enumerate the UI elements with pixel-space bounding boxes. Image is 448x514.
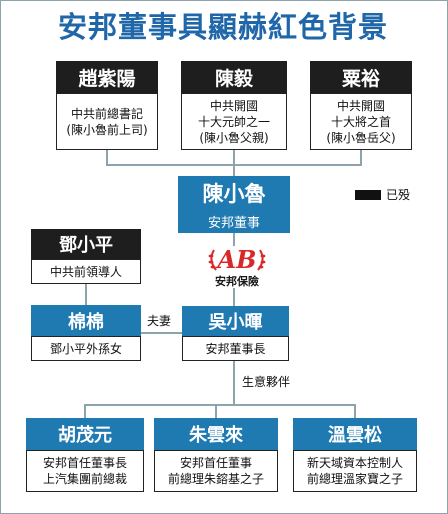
- person-description: 安邦首任董事長 上汽集團前總裁: [26, 450, 144, 492]
- description-line: 安邦首任董事長: [42, 456, 127, 470]
- person-description: 中共前領導人: [31, 259, 141, 284]
- person-description: 安邦首任董事 前總理朱鎔基之子: [154, 450, 278, 492]
- person-wen-yunsong: 溫雲松 新天域資本控制人 前總理溫家寶之子: [293, 418, 417, 492]
- description-line: 中共開國: [336, 98, 385, 113]
- description-line: 中共開國: [209, 98, 258, 113]
- person-name: 陳毅: [181, 61, 287, 93]
- relation-spouse-label: 夫妻: [145, 312, 174, 329]
- person-mianmian: 棉棉 鄧小平外孫女: [31, 305, 141, 361]
- description-line: (陳小魯前上司): [66, 122, 148, 137]
- person-name: 陳小魯: [178, 176, 290, 209]
- description-line: 中共前總書記: [70, 106, 143, 121]
- logo-text: 安邦保險: [215, 275, 259, 288]
- logo-laurel: [208, 249, 266, 271]
- person-name: 溫雲松: [293, 418, 417, 450]
- person-zhao-ziyang: 趙紫陽 中共前總書記 (陳小魯前上司): [56, 61, 158, 150]
- anbang-logo: AB 安邦保險: [206, 246, 268, 288]
- person-wu-xiaohui: 吳小暉 安邦董事長: [182, 306, 289, 361]
- description-line: 中共前領導人: [49, 264, 122, 279]
- description-line: 安邦首任董事: [179, 456, 252, 470]
- person-description: 中共開國 十大將之首 (陳小魯岳父): [310, 93, 412, 150]
- diagram-title: 安邦董事具顯赫紅色背景: [57, 10, 388, 44]
- description-line: 十大將之首: [330, 114, 391, 129]
- description-line: 前總理朱鎔基之子: [167, 472, 264, 486]
- person-name: 棉棉: [31, 305, 141, 336]
- person-name: 吳小暉: [182, 306, 289, 336]
- description-line: 新天域資本控制人: [306, 456, 403, 470]
- person-description: 中共前總書記 (陳小魯前上司): [56, 93, 158, 150]
- person-name: 趙紫陽: [56, 61, 158, 93]
- person-deng-xiaoping: 鄧小平 中共前領導人: [31, 229, 141, 284]
- description-line: 上汽集團前總裁: [42, 472, 127, 486]
- description-line: (陳小魯父親): [199, 130, 269, 145]
- legend: 已殁: [355, 186, 410, 203]
- person-name: 胡茂元: [26, 418, 144, 450]
- person-su-yu: 粟裕 中共開國 十大將之首 (陳小魯岳父): [310, 61, 412, 150]
- person-description: 中共開國 十大元帥之一 (陳小魯父親): [181, 93, 287, 150]
- description-line: 十大元帥之一: [197, 114, 270, 129]
- person-name: 鄧小平: [31, 229, 141, 259]
- legend-swatch: [355, 189, 381, 200]
- person-hu-maoyuan: 胡茂元 安邦首任董事長 上汽集團前總裁: [26, 418, 144, 492]
- person-description: 安邦董事長: [182, 336, 289, 361]
- description-line: 鄧小平外孫女: [49, 341, 122, 356]
- description-line: (陳小魯岳父): [326, 130, 396, 145]
- logo-mark: AB: [217, 244, 257, 274]
- person-chen-yi: 陳毅 中共開國 十大元帥之一 (陳小魯父親): [181, 61, 287, 150]
- person-description: 新天域資本控制人 前總理溫家寶之子: [293, 450, 417, 492]
- person-zhu-yunlai: 朱雲來 安邦首任董事 前總理朱鎔基之子: [154, 418, 278, 492]
- person-description: 鄧小平外孫女: [31, 336, 141, 361]
- person-role: 安邦董事: [178, 209, 290, 233]
- person-name: 粟裕: [310, 61, 412, 93]
- relation-partners-label: 生意夥伴: [240, 373, 293, 390]
- legend-label: 已殁: [386, 188, 411, 202]
- description-line: 安邦董事長: [205, 341, 266, 356]
- description-line: 前總理溫家寶之子: [306, 472, 403, 486]
- person-name: 朱雲來: [154, 418, 278, 450]
- person-chen-xiaolu: 陳小魯 安邦董事: [178, 176, 290, 233]
